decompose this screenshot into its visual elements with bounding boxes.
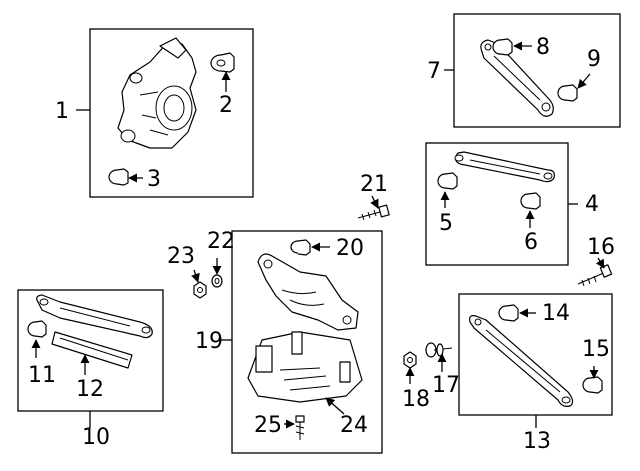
bolt-part-21 bbox=[357, 204, 390, 221]
bushing-part-14 bbox=[498, 304, 519, 322]
callout-7: 7 bbox=[427, 59, 441, 84]
callout-16: 16 bbox=[587, 235, 615, 260]
callout-10: 10 bbox=[82, 425, 110, 450]
callout-2: 2 bbox=[219, 93, 233, 118]
upper-link-part bbox=[480, 39, 554, 117]
nut-part-18 bbox=[403, 351, 417, 369]
lateral-link-part bbox=[469, 315, 574, 407]
leader-24 bbox=[325, 397, 345, 415]
bushing-part-5 bbox=[437, 172, 458, 190]
bolt-part-25 bbox=[295, 415, 305, 440]
callout-4: 4 bbox=[585, 192, 599, 217]
callout-5: 5 bbox=[439, 211, 453, 236]
callout-19: 19 bbox=[195, 329, 223, 354]
callout-24: 24 bbox=[340, 413, 368, 438]
callout-11: 11 bbox=[28, 363, 56, 388]
callout-13: 13 bbox=[523, 429, 551, 454]
leader-23 bbox=[191, 269, 200, 283]
callout-23: 23 bbox=[167, 244, 195, 269]
callout-12: 12 bbox=[76, 377, 104, 402]
leader-21 bbox=[370, 195, 379, 209]
callout-22: 22 bbox=[207, 229, 235, 254]
bushing-part-2 bbox=[210, 52, 235, 73]
callout-18: 18 bbox=[402, 387, 430, 412]
bushing-part-6 bbox=[520, 192, 541, 210]
bracket-part-12 bbox=[51, 331, 133, 369]
trailing-arm-part bbox=[36, 294, 153, 339]
callout-3: 3 bbox=[147, 167, 161, 192]
bushing-part-9 bbox=[557, 84, 578, 102]
callout-14: 14 bbox=[542, 301, 570, 326]
bushing-part-3 bbox=[108, 168, 129, 186]
callout-8: 8 bbox=[536, 35, 550, 60]
leader-9 bbox=[577, 73, 591, 89]
washer-part-22 bbox=[211, 274, 223, 288]
leader-16 bbox=[595, 257, 605, 269]
group-box-lower-arm bbox=[231, 230, 383, 454]
toe-link-part bbox=[454, 151, 555, 183]
callout-17: 17 bbox=[432, 373, 460, 398]
callout-15: 15 bbox=[582, 337, 610, 362]
callout-9: 9 bbox=[587, 47, 601, 72]
bushing-part-11 bbox=[27, 320, 47, 338]
callout-6: 6 bbox=[524, 230, 538, 255]
lower-arm-part bbox=[257, 253, 359, 331]
bushing-part-8 bbox=[492, 38, 513, 56]
callout-25: 25 bbox=[254, 413, 282, 438]
bolt-part-16 bbox=[577, 264, 613, 287]
callout-21: 21 bbox=[360, 172, 388, 197]
group-box-knuckle bbox=[89, 28, 254, 198]
bushing-part-20 bbox=[290, 239, 311, 256]
spring-seat-part bbox=[247, 331, 363, 403]
bolt-part-17 bbox=[425, 342, 453, 358]
nut-part-23 bbox=[193, 281, 207, 299]
callout-1: 1 bbox=[55, 99, 69, 124]
bushing-part-15 bbox=[582, 376, 603, 394]
knuckle-part bbox=[117, 37, 197, 149]
callout-20: 20 bbox=[336, 236, 364, 261]
